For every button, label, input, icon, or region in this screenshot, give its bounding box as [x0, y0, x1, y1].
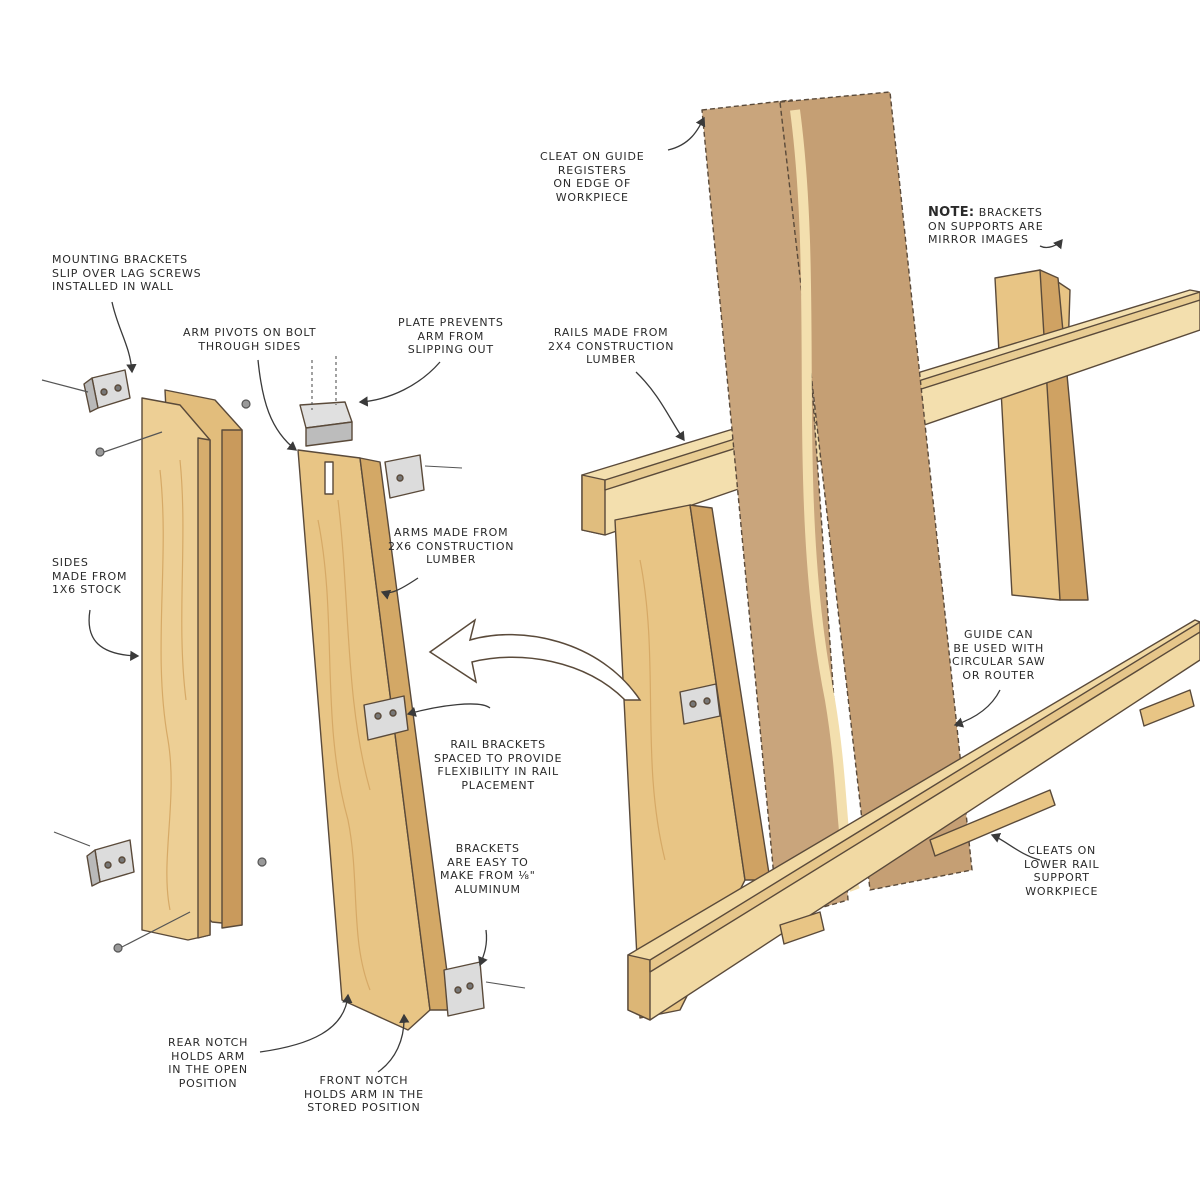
- mounting-bracket-bottom: [86, 839, 135, 887]
- note-heading: NOTE:: [928, 205, 975, 220]
- rail-bracket-mid: [363, 695, 409, 741]
- lower-rail: [627, 619, 1200, 1021]
- rear-support: [994, 269, 1089, 601]
- leader-lines: [88, 116, 1063, 1073]
- guide-board: [701, 99, 849, 921]
- lag-screws: [41, 379, 267, 953]
- arm-bracket-top: [384, 454, 425, 499]
- plate-top: [299, 401, 353, 447]
- arm-bracket-bottom: [443, 961, 485, 1017]
- lower-rail-cleats: [779, 689, 1195, 945]
- side-panel-front: [141, 397, 211, 941]
- front-support: [614, 504, 771, 1019]
- mounting-bracket-top: [83, 369, 131, 413]
- explode-arrow: [428, 618, 642, 701]
- workpiece-panel: [779, 91, 973, 892]
- support-bracket: [679, 683, 721, 725]
